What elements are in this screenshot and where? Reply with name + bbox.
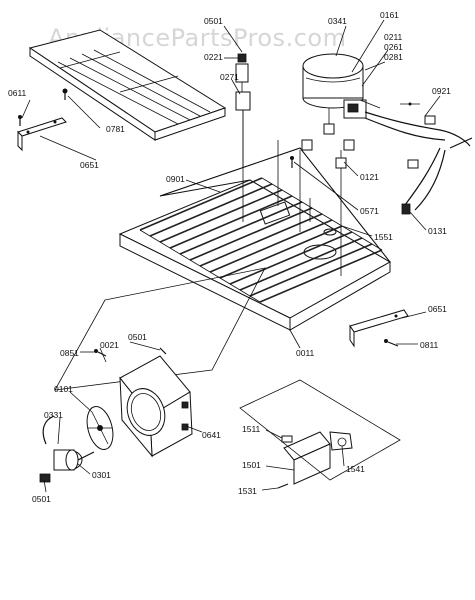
label-0901: 0901 [166,174,185,184]
screw-0811 [384,339,399,347]
label-0571: 0571 [360,206,379,216]
screw-0851 [94,349,107,357]
label-0641: 0641 [202,430,221,440]
label-0301: 0301 [92,470,111,480]
screw-0501-mid [159,347,167,355]
label-0921: 0921 [432,86,451,96]
compressor-grommets [301,108,355,169]
screw-0611 [18,115,22,126]
label-0271: 0271 [220,72,239,82]
label-0011: 0011 [296,348,315,358]
label-0101: 0101 [54,384,73,394]
label-1551: 1551 [374,232,393,242]
screw-1531 [277,483,289,489]
label-0161: 0161 [380,10,399,20]
fan-shroud [119,355,193,458]
label-0261: 0261 [384,42,403,52]
right-bracket [349,309,409,348]
relay-bracket [281,431,353,485]
label-1501: 1501 [242,460,261,470]
label-0851: 0851 [60,348,79,358]
label-0341: 0341 [328,16,347,26]
screw-0781 [62,88,68,100]
assembly-lines [242,110,342,276]
left-bracket [17,117,67,152]
label-0811: 0811 [420,340,439,350]
fan-motor [39,415,95,483]
label-0131: 0131 [428,226,447,236]
fan-assembly-outline [54,267,266,391]
label-1541: 1541 [346,464,365,474]
label-1511: 1511 [242,424,261,434]
compressor [302,53,386,119]
label-0021: 0021 [100,340,119,350]
label-0211: 0211 [384,32,403,42]
label-0121: 0121 [360,172,379,182]
label-0501-top: 0501 [204,16,223,26]
screw-0571 [290,156,294,168]
label-0611: 0611 [8,88,27,98]
label-0501-bot: 0501 [32,494,51,504]
relay-assembly-outline [239,379,401,481]
leader-lines [21,19,441,493]
fan-blade [86,406,114,450]
base-tray [118,147,392,331]
label-0331: 0331 [44,410,63,420]
label-0651-left: 0651 [80,160,99,170]
label-1531: 1531 [238,486,257,496]
label-0781: 0781 [106,124,125,134]
condenser-coil [139,177,383,303]
label-0221-top: 0221 [204,52,223,62]
label-0281: 0281 [384,52,403,62]
wiring-harness [364,102,473,215]
evaporator-cover-panel [28,29,227,141]
label-0501-mid: 0501 [128,332,147,342]
part-labels: 0501 0221 0341 0161 0211 0261 0281 0611 … [8,10,451,504]
label-0651-right: 0651 [428,304,447,314]
